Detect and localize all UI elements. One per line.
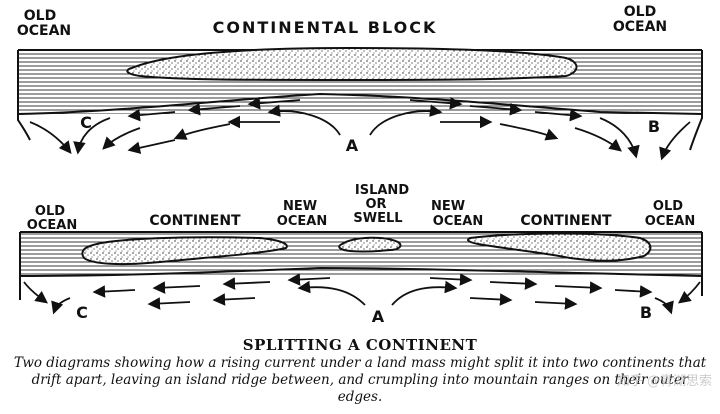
top-diagram: OLD OCEAN CONTINENTAL BLOCK OLD OCEAN	[17, 4, 703, 161]
left-continent-block	[81, 236, 288, 266]
top-old-ocean-left-line2: OCEAN	[17, 23, 71, 39]
top-point-a: A	[346, 136, 359, 155]
bottom-island-line3: SWELL	[353, 211, 402, 226]
caption-title: SPLITTING A CONTINENT	[242, 336, 478, 354]
bottom-old-ocean-left-line1: OLD	[35, 204, 65, 219]
bottom-old-ocean-right-line2: OCEAN	[645, 214, 695, 229]
watermark: 知乎 @青湖思索	[616, 374, 712, 389]
bottom-continent-left-label: CONTINENT	[149, 213, 241, 229]
bottom-point-b: B	[640, 303, 652, 322]
continental-block-top	[126, 46, 578, 81]
island-swell-block	[338, 236, 402, 253]
top-point-c: C	[80, 113, 92, 132]
top-old-ocean-right-line1: OLD	[624, 4, 656, 20]
bottom-new-ocean-left-line2: OCEAN	[277, 214, 327, 229]
top-old-ocean-left-line1: OLD	[24, 8, 56, 24]
top-point-b: B	[648, 117, 660, 136]
right-continent-block	[467, 232, 652, 262]
bottom-convection-arrows	[23, 273, 701, 315]
top-left-edge-wall	[17, 50, 31, 141]
bottom-new-ocean-right-line1: NEW	[431, 199, 465, 214]
bottom-crust-bottom-edge	[19, 266, 703, 277]
bottom-island-line1: ISLAND	[355, 183, 409, 198]
bottom-old-ocean-right-line1: OLD	[653, 199, 683, 214]
top-right-edge-wall	[689, 50, 703, 151]
bottom-point-c: C	[76, 303, 88, 322]
bottom-old-ocean-left-line2: OCEAN	[27, 218, 77, 233]
bottom-point-a: A	[372, 307, 385, 326]
bottom-island-line2: OR	[365, 197, 386, 212]
top-crust-bottom-edge	[17, 92, 703, 115]
top-continental-block-label: CONTINENTAL BLOCK	[213, 18, 438, 37]
bottom-new-ocean-left-line1: NEW	[283, 199, 317, 214]
bottom-continent-right-label: CONTINENT	[520, 213, 612, 229]
bottom-diagram: OLD OCEAN CONTINENT NEW OCEAN ISLAND OR …	[19, 183, 703, 326]
caption-text: Two diagrams showing how a rising curren…	[13, 355, 707, 405]
top-convection-arrows	[29, 96, 691, 161]
top-old-ocean-right-line2: OCEAN	[613, 19, 667, 35]
bottom-new-ocean-right-line2: OCEAN	[433, 214, 483, 229]
